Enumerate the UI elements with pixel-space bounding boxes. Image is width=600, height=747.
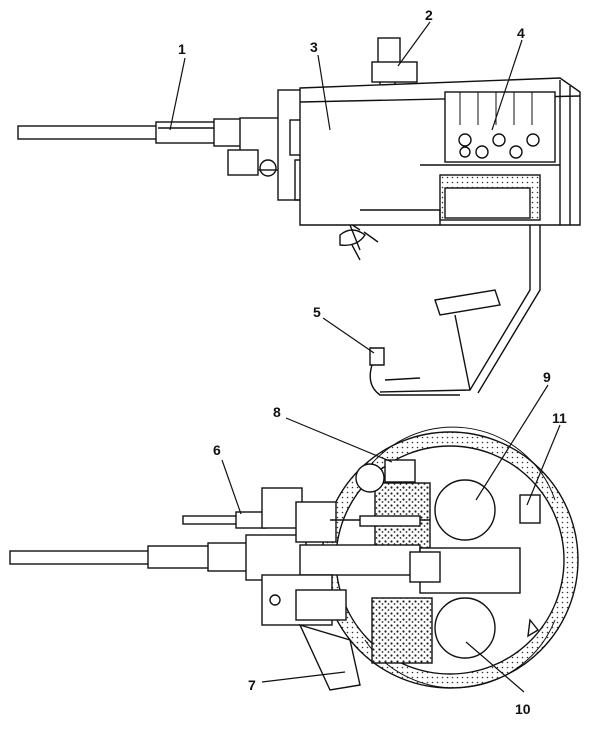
callout-1: 1 xyxy=(178,41,186,57)
seat-assembly xyxy=(369,225,541,396)
callout-10: 10 xyxy=(515,701,531,717)
periscope-top xyxy=(355,459,416,493)
ammo-block-lower xyxy=(371,597,433,664)
top-view xyxy=(9,426,579,691)
callout-3: 3 xyxy=(310,39,318,55)
mantlet-lower-top xyxy=(261,574,361,691)
turret-housing-side xyxy=(299,77,581,226)
callout-4: 4 xyxy=(517,25,525,41)
loader-seat xyxy=(434,597,496,659)
callout-9: 9 xyxy=(543,369,551,385)
leader-lines xyxy=(169,21,561,693)
callout-labels: 1 2 3 4 5 6 7 8 9 10 11 xyxy=(178,7,567,717)
coax-mg-top xyxy=(182,487,430,543)
callout-8: 8 xyxy=(273,404,281,420)
side-view xyxy=(17,37,581,396)
callout-6: 6 xyxy=(213,442,221,458)
gun-barrel-side xyxy=(17,118,245,147)
commander-seat xyxy=(434,479,496,541)
vision-block-right xyxy=(519,494,541,638)
callout-5: 5 xyxy=(313,304,321,320)
callout-11: 11 xyxy=(552,410,567,426)
callout-7: 7 xyxy=(248,677,256,693)
ammo-rounds-side xyxy=(458,133,540,159)
callout-2: 2 xyxy=(425,7,433,23)
